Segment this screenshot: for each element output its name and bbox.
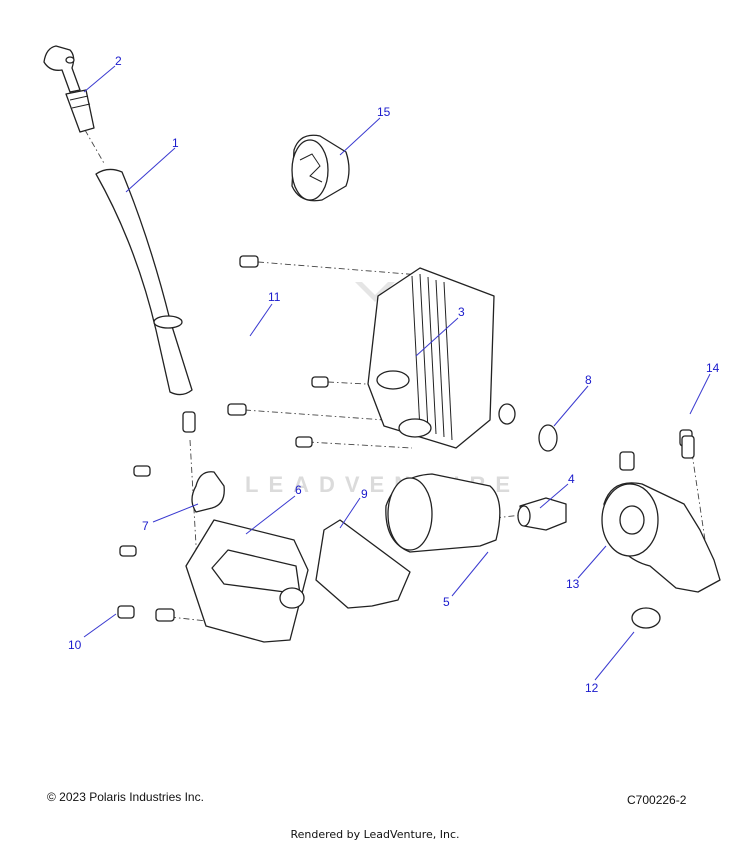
dipstick-handle[interactable]	[43, 45, 95, 133]
oil-cooler[interactable]	[367, 267, 516, 449]
callout-6: 6	[295, 483, 302, 497]
oil-filter[interactable]	[385, 473, 501, 553]
cover-gasket-9[interactable]	[315, 519, 411, 609]
callout-leader-lines	[83, 65, 711, 681]
exploded-parts-diagram: LEADVENTURE	[43, 45, 721, 695]
rendered-by-credit: Rendered by LeadVenture, Inc.	[290, 828, 460, 841]
o-ring-12[interactable]	[631, 607, 661, 629]
oil-fill-cap[interactable]	[291, 134, 350, 202]
callout-3: 3	[458, 305, 465, 319]
callout-4: 4	[568, 472, 575, 486]
filter-adapter-bolts[interactable]	[619, 429, 695, 471]
assembly-centerlines	[84, 129, 706, 629]
callout-15: 15	[377, 105, 391, 119]
callout-1: 1	[172, 136, 179, 150]
cover-bolts[interactable]	[117, 411, 196, 622]
callout-13: 13	[566, 577, 580, 591]
oil-filter-adapter[interactable]	[601, 482, 721, 593]
callout-12: 12	[585, 681, 599, 695]
gasket-7[interactable]	[191, 471, 225, 513]
callout-numbers: 1 2 3 4 5 6 7 8 9 10 11 12 13 14 15	[68, 54, 720, 695]
callout-14: 14	[706, 361, 720, 375]
callout-7: 7	[142, 519, 149, 533]
callout-5: 5	[443, 595, 450, 609]
callout-11: 11	[268, 290, 281, 304]
copyright-notice: © 2023 Polaris Industries Inc.	[47, 790, 204, 804]
adapter-sleeve[interactable]	[517, 497, 567, 531]
callout-9: 9	[361, 487, 368, 501]
callout-10: 10	[68, 638, 82, 652]
cooler-mounting-bolts[interactable]	[227, 255, 329, 448]
oil-filter-housing-cover[interactable]	[185, 519, 309, 643]
o-ring-8[interactable]	[538, 424, 558, 452]
callout-2: 2	[115, 54, 122, 68]
callout-8: 8	[585, 373, 592, 387]
figure-code: C700226-2	[627, 793, 687, 807]
dipstick-tube[interactable]	[95, 168, 193, 396]
